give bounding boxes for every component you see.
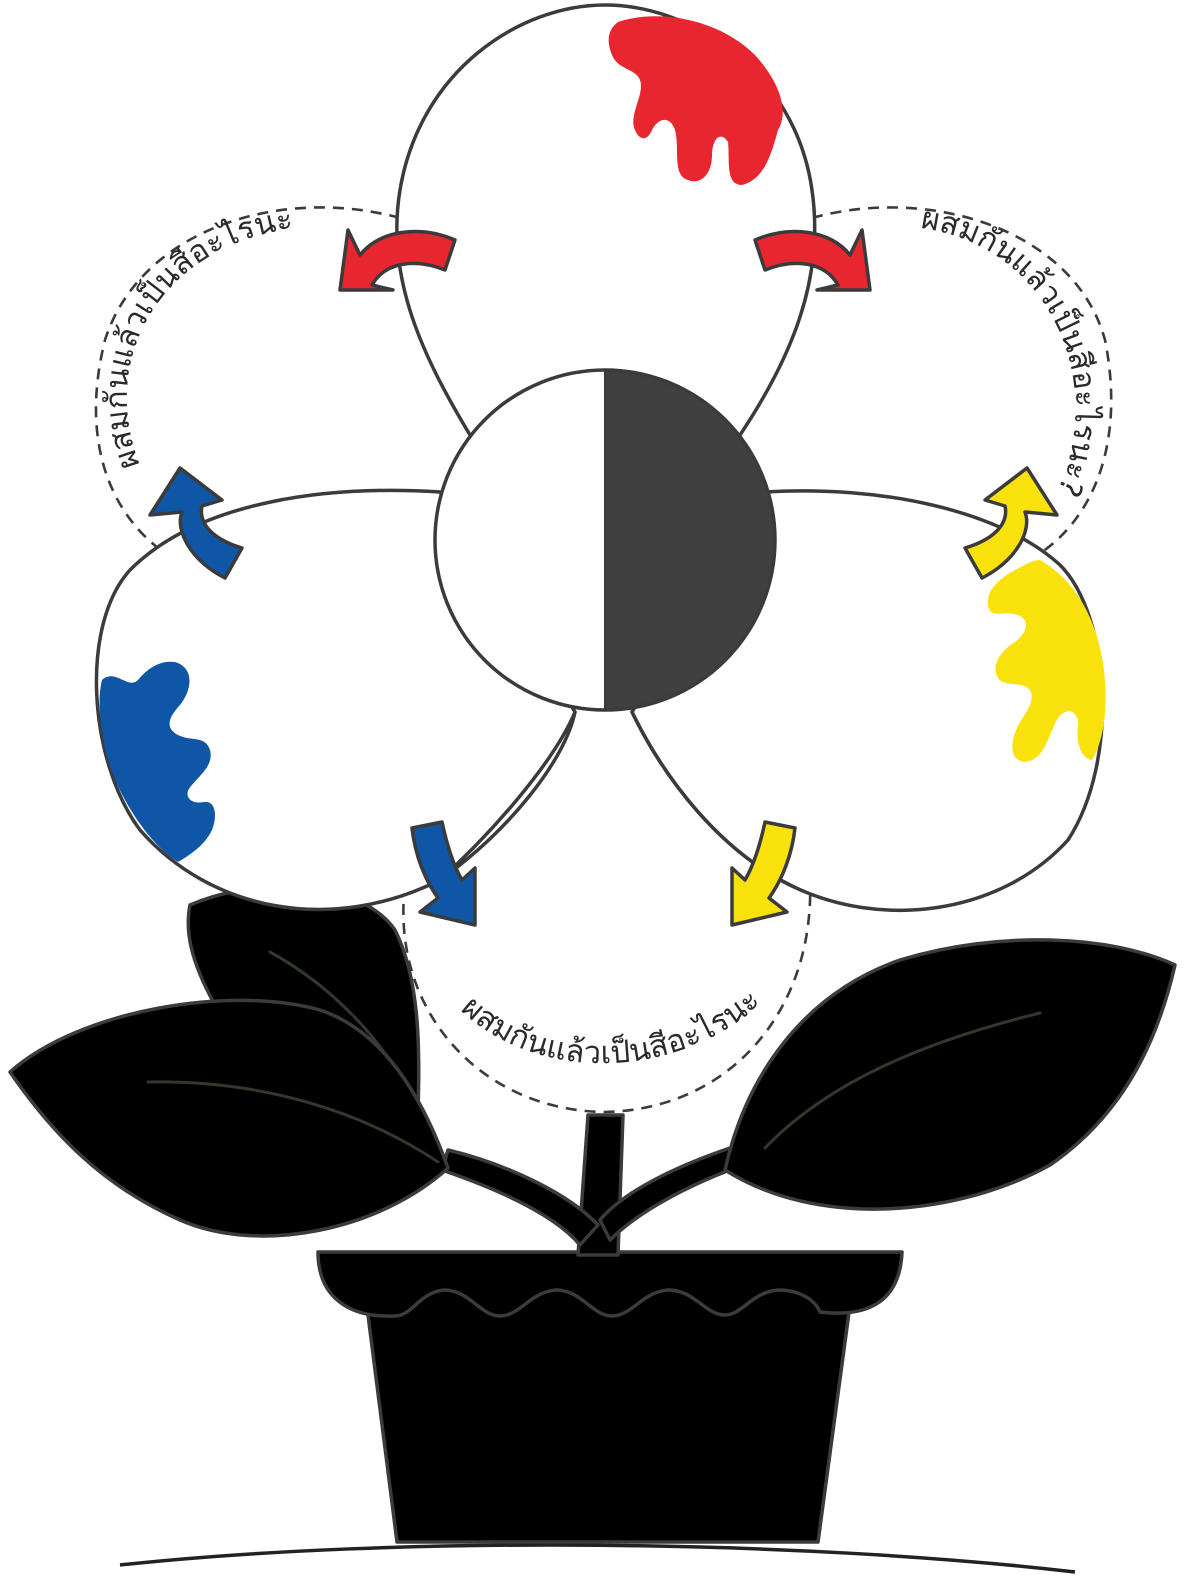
- flower-pot: [318, 1252, 902, 1542]
- stem: [442, 1115, 735, 1255]
- mix-question-red-blue: ผสมกันแล้วเป็นสีอะไรนะ?: [0, 0, 295, 474]
- leaf-right: [725, 940, 1175, 1209]
- ground-line: [120, 1545, 1075, 1572]
- mix-question-red-yellow: ผสมกันแล้วเป็นสีอะไรนะ?: [919, 200, 1104, 502]
- center-circle: [435, 370, 775, 710]
